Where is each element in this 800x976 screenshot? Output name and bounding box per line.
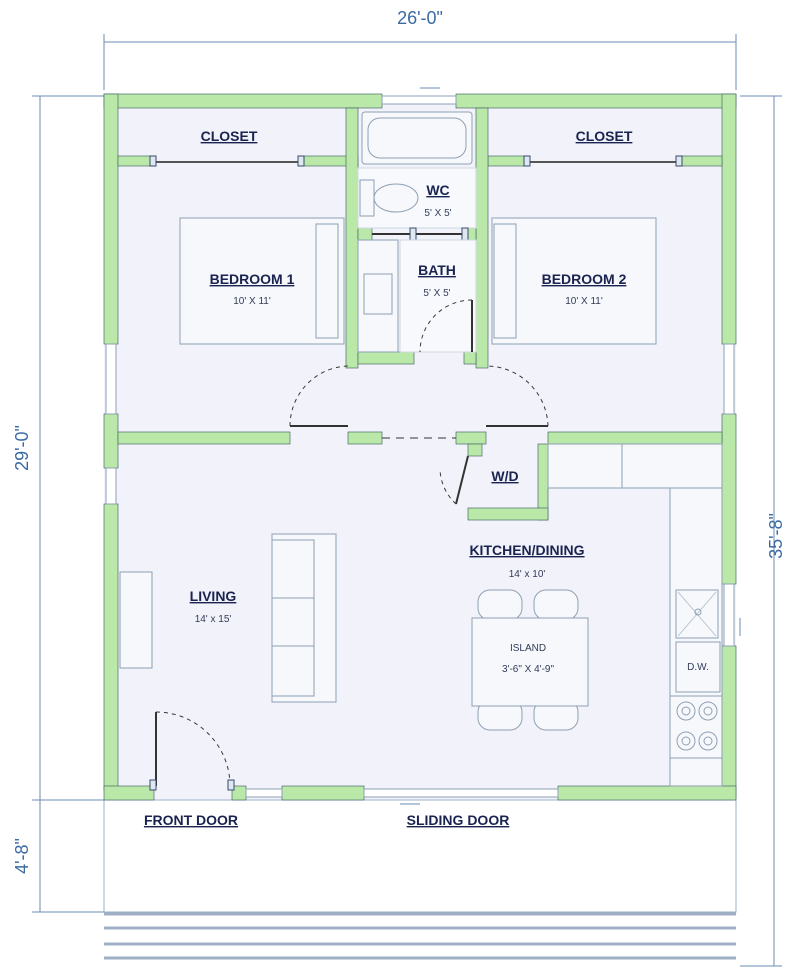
living-size: 14' x 15'	[195, 614, 232, 625]
porch-floor	[103, 799, 737, 913]
front-door-label: FRONT DOOR	[144, 812, 238, 828]
bath-door	[419, 299, 473, 353]
bath-size: 5' X 5'	[423, 288, 450, 299]
dimension-lines	[32, 34, 782, 967]
toilet	[359, 179, 419, 217]
wd-name: W/D	[491, 468, 518, 484]
dim-porch-depth: 4'-8"	[12, 838, 32, 874]
bed-2	[491, 217, 657, 345]
porch-steps	[104, 912, 736, 960]
island-name: ISLAND	[510, 643, 546, 654]
vanity-sink	[357, 239, 399, 353]
bedroom1-name: BEDROOM 1	[210, 271, 295, 287]
bed-1	[179, 217, 345, 345]
windows	[105, 87, 741, 805]
front-door-swing	[149, 711, 235, 791]
closet-doors	[149, 155, 683, 167]
dim-overall-width: 26'-0"	[397, 8, 443, 28]
bath-tile-floor	[399, 239, 477, 353]
bedroom2-size: 10' X 11'	[565, 296, 603, 307]
kitchen-size: 14' x 10'	[509, 569, 546, 580]
tv-console	[119, 571, 153, 669]
bedroom2-name: BEDROOM 2	[542, 271, 627, 287]
wc-size: 5' X 5'	[424, 208, 451, 219]
range-stove	[669, 695, 723, 759]
closet-right-name: CLOSET	[576, 128, 633, 144]
kitchen-name: KITCHEN/DINING	[469, 542, 584, 558]
dim-house-depth: 29'-0"	[12, 425, 32, 471]
bedroom-doors	[289, 365, 549, 439]
sofa	[271, 533, 337, 703]
kitchen-sink	[675, 589, 719, 639]
wc-name: WC	[426, 182, 449, 198]
bathtub	[361, 111, 473, 165]
bedroom1-size: 10' X 11'	[233, 296, 271, 307]
walls	[103, 93, 737, 801]
wd-door	[439, 455, 469, 505]
living-name: LIVING	[190, 588, 237, 604]
dishwasher-label: D.W.	[687, 662, 709, 673]
island-size: 3'-6" X 4'-9"	[502, 664, 555, 675]
kitchen-island	[471, 617, 589, 707]
sliding-door-label: SLIDING DOOR	[407, 812, 510, 828]
dim-overall-depth: 35'-8"	[766, 513, 786, 559]
bath-name: BATH	[418, 262, 456, 278]
dishwasher	[675, 641, 721, 693]
closet-left-name: CLOSET	[201, 128, 258, 144]
